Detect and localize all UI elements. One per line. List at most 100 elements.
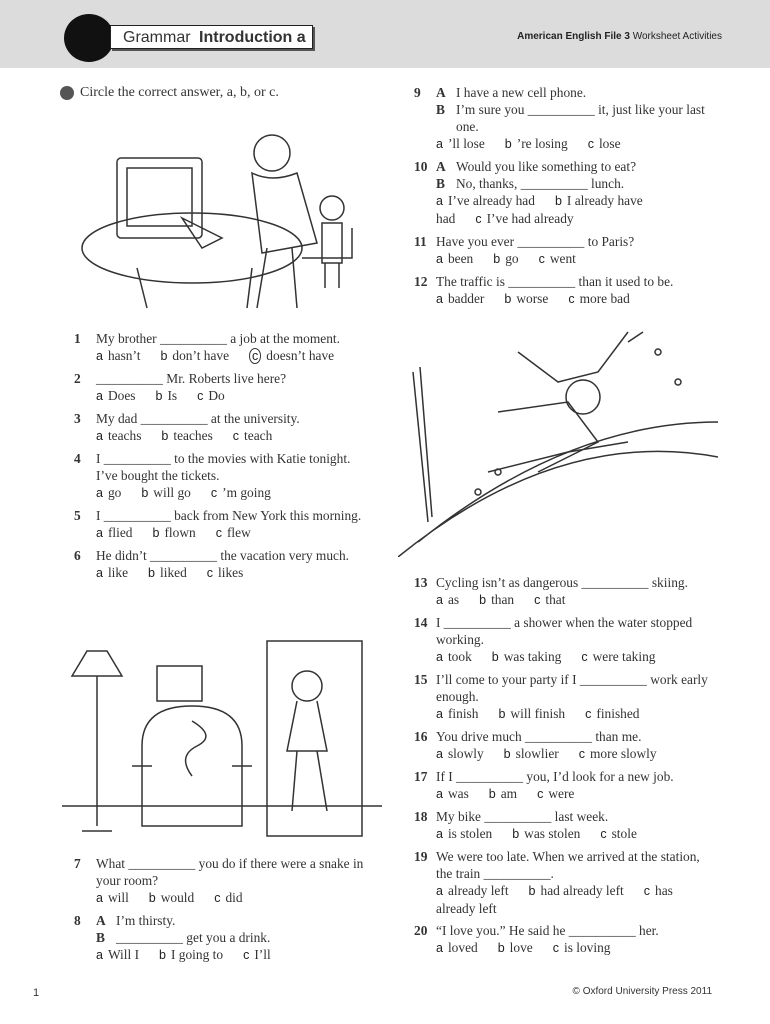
option-letter: b: [503, 747, 511, 761]
option-text: stole: [611, 826, 637, 841]
option-text: more slowly: [590, 746, 657, 761]
option-text: went: [549, 251, 576, 266]
option-text: has already left: [436, 883, 673, 916]
answer-option-b[interactable]: b’re losing: [505, 136, 578, 151]
option-text: were taking: [592, 649, 656, 664]
option-letter: a: [436, 827, 443, 841]
option-text: I already have had: [436, 193, 643, 226]
option-text: teachs: [107, 428, 142, 443]
option-letter: b: [159, 948, 166, 962]
option-text: lose: [598, 136, 621, 151]
option-text: doesn’t have: [266, 348, 335, 363]
option-text: had already left: [540, 883, 624, 898]
option-text: hasn’t: [107, 348, 141, 363]
option-text: did: [225, 890, 243, 905]
question-text: My bike __________ last week.: [436, 809, 609, 824]
answer-option-c[interactable]: c doesn’t have: [249, 348, 344, 364]
question-text: Would you like something to eat?: [456, 159, 637, 174]
option-letter: b: [141, 486, 149, 500]
book-name: American English File 3: [517, 31, 630, 42]
answer-option-c[interactable]: c’m going: [211, 485, 281, 500]
option-text: will: [107, 890, 129, 905]
speaker-label: A: [436, 85, 446, 100]
answer-option-a[interactable]: a’ll lose: [436, 136, 495, 151]
option-text: Will I: [107, 947, 140, 962]
option-text: Is: [167, 388, 178, 403]
question-number: 7: [74, 856, 81, 871]
question-number: 12: [414, 274, 428, 289]
option-letter: b: [148, 891, 156, 905]
illustration-snake-room: [62, 640, 382, 837]
question-number: 11: [414, 234, 427, 249]
option-letter: b: [512, 827, 520, 841]
option-text: slowlier: [515, 746, 559, 761]
option-letter: c: [249, 348, 262, 364]
option-letter: c: [206, 566, 214, 580]
option-text: flew: [226, 525, 251, 540]
answer-option-b[interactable]: b slowlier: [504, 746, 569, 761]
question-text: I have a new cell phone.: [456, 85, 587, 100]
question-number: 8: [74, 913, 81, 928]
question-text: Cycling isn’t as dangerous __________ sk…: [436, 575, 688, 590]
page-number: 1: [33, 987, 40, 999]
